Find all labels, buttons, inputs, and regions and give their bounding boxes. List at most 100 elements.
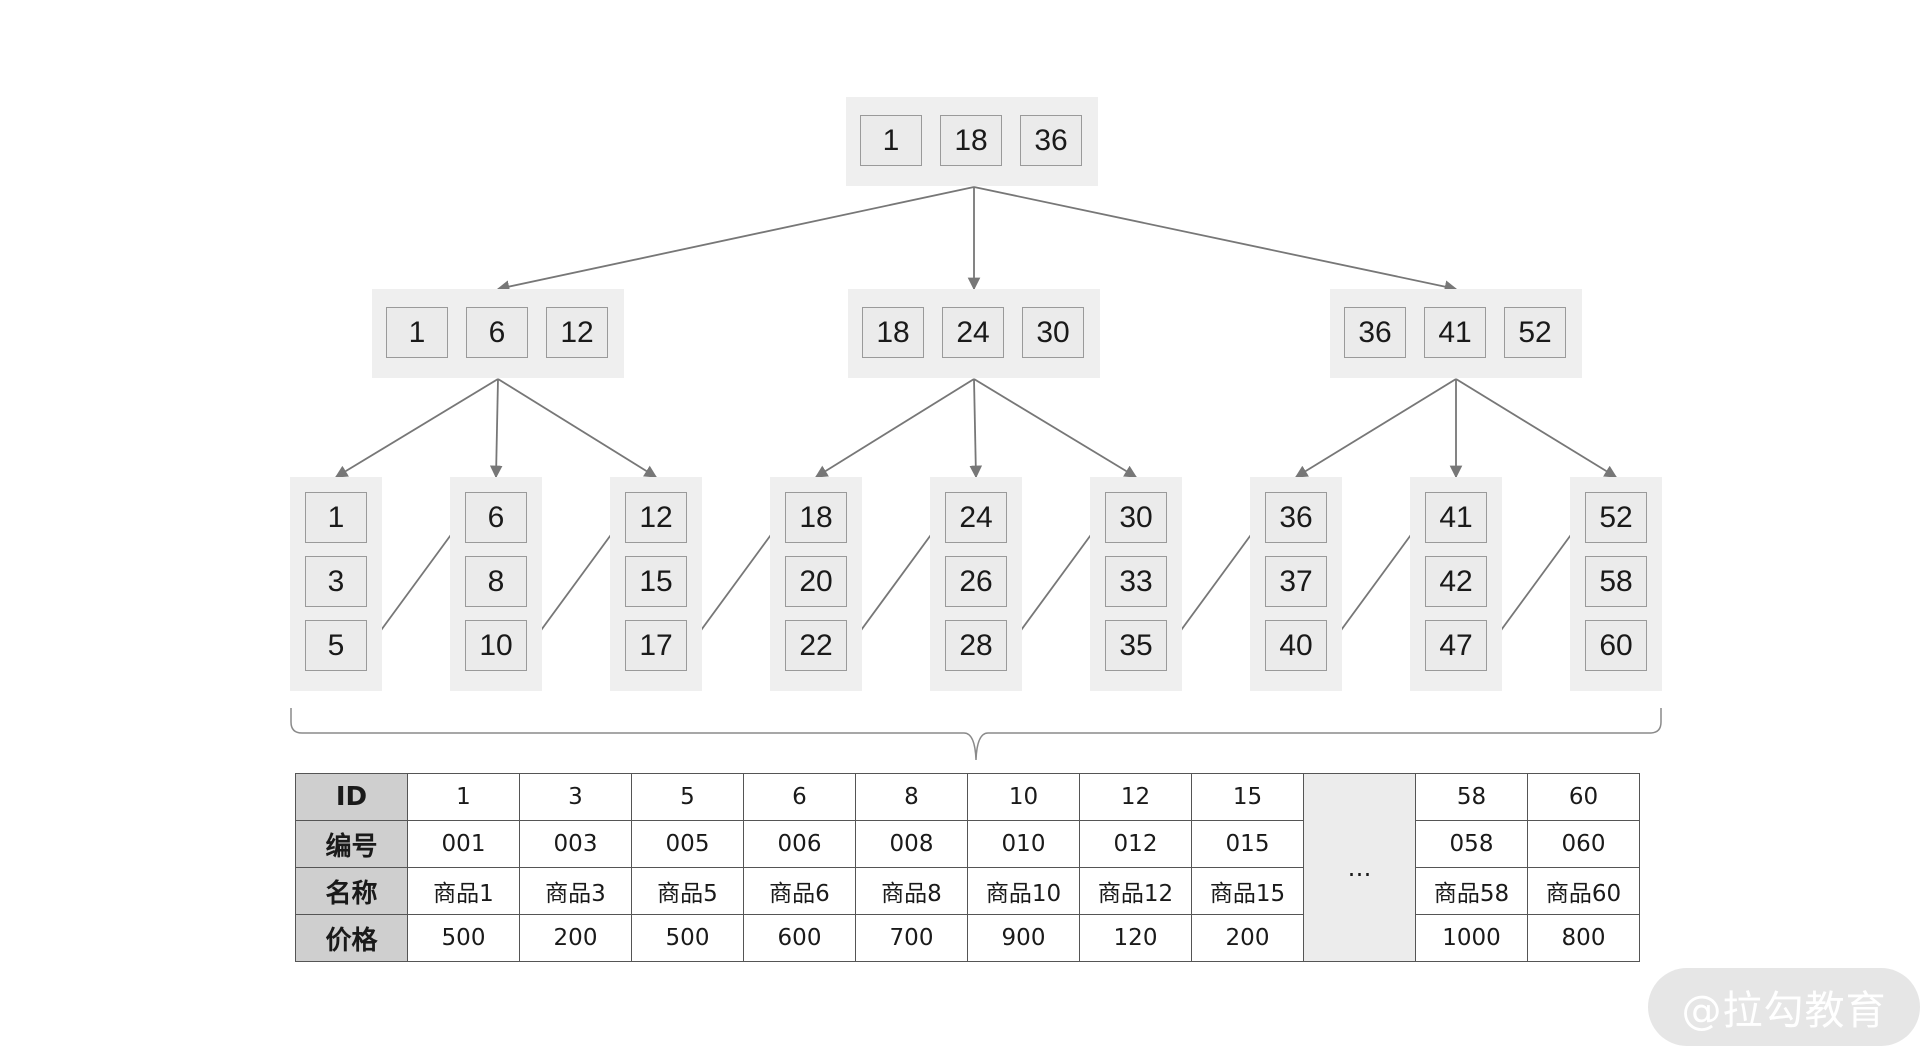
- table-cell: 012: [1079, 820, 1192, 868]
- tree-edges: [334, 186, 1618, 649]
- root-key: 36: [1020, 115, 1082, 166]
- table-cell: 900: [967, 914, 1080, 962]
- leaf-pointer: [527, 515, 625, 649]
- leaf-key: 24: [945, 492, 1007, 543]
- table-cell: 500: [631, 914, 744, 962]
- leaf-key: 22: [785, 620, 847, 671]
- root-node: 1 18 36: [846, 97, 1098, 186]
- table-cell: 60: [1527, 773, 1640, 821]
- table-cell: 600: [743, 914, 856, 962]
- row-header: 编号: [295, 820, 408, 868]
- leaf-key: 36: [1265, 492, 1327, 543]
- leaf-key: 6: [465, 492, 527, 543]
- table-cell: 008: [855, 820, 968, 868]
- tree-edge: [973, 378, 1138, 478]
- table-cell: 6: [743, 773, 856, 821]
- leaf-pointer: [1007, 515, 1105, 649]
- table-cell: 500: [407, 914, 520, 962]
- tree-edge: [1294, 378, 1457, 478]
- leaf-key: 10: [465, 620, 527, 671]
- leaf-key: 47: [1425, 620, 1487, 671]
- table-cell: 005: [631, 820, 744, 868]
- leaf-key: 37: [1265, 556, 1327, 607]
- leaf-key: 58: [1585, 556, 1647, 607]
- table-cell: 010: [967, 820, 1080, 868]
- table-cell: 058: [1415, 820, 1528, 868]
- tree-edge: [334, 378, 499, 478]
- table-cell: 3: [519, 773, 632, 821]
- watermark: @拉勾教育: [1648, 968, 1920, 1046]
- table-cell: 001: [407, 820, 520, 868]
- root-key: 18: [940, 115, 1002, 166]
- tree-edge: [814, 378, 975, 478]
- leaf-key: 52: [1585, 492, 1647, 543]
- leaf-pointer: [1487, 515, 1585, 649]
- leaf-key: 26: [945, 556, 1007, 607]
- table-cell: 商品1: [407, 867, 520, 915]
- table-cell: 003: [519, 820, 632, 868]
- leaf-key: 40: [1265, 620, 1327, 671]
- leaf-node: 52 58 60: [1570, 477, 1662, 691]
- table-cell: 200: [1191, 914, 1304, 962]
- tree-edge: [496, 186, 975, 293]
- leaf-pointer: [1327, 515, 1425, 649]
- table-cell: 商品10: [967, 867, 1080, 915]
- internal-key: 41: [1424, 307, 1486, 358]
- leaf-key: 41: [1425, 492, 1487, 543]
- internal-key: 12: [546, 307, 608, 358]
- tree-edge: [489, 378, 503, 479]
- leaf-key: 42: [1425, 556, 1487, 607]
- table-cell: 商品15: [1191, 867, 1304, 915]
- table-cell: 120: [1079, 914, 1192, 962]
- table-cell: 58: [1415, 773, 1528, 821]
- table-cell: 商品60: [1527, 867, 1640, 915]
- table-cell: 商品3: [519, 867, 632, 915]
- leaf-node: 30 33 35: [1090, 477, 1182, 691]
- table-cell: 10: [967, 773, 1080, 821]
- leaf-key: 1: [305, 492, 367, 543]
- leaf-node: 6 8 10: [450, 477, 542, 691]
- leaf-node: 24 26 28: [930, 477, 1022, 691]
- table-cell: 商品8: [855, 867, 968, 915]
- leaf-node: 41 42 47: [1410, 477, 1502, 691]
- tree-edge: [1455, 378, 1618, 478]
- internal-key: 24: [942, 307, 1004, 358]
- leaf-key: 18: [785, 492, 847, 543]
- row-header: ID: [295, 773, 408, 821]
- ellipsis-cell: …: [1303, 773, 1416, 962]
- leaf-key: 28: [945, 620, 1007, 671]
- table-cell: 商品58: [1415, 867, 1528, 915]
- table-cell: 015: [1191, 820, 1304, 868]
- table-cell: 006: [743, 820, 856, 868]
- leaf-key: 33: [1105, 556, 1167, 607]
- leaf-key: 60: [1585, 620, 1647, 671]
- internal-key: 36: [1344, 307, 1406, 358]
- leaf-pointer: [367, 515, 465, 649]
- leaf-key: 8: [465, 556, 527, 607]
- table-cell: 5: [631, 773, 744, 821]
- internal-key: 6: [466, 307, 528, 358]
- leaf-key: 35: [1105, 620, 1167, 671]
- table-cell: 1000: [1415, 914, 1528, 962]
- leaf-key: 15: [625, 556, 687, 607]
- root-key: 1: [860, 115, 922, 166]
- leaf-key: 3: [305, 556, 367, 607]
- table-cell: 060: [1527, 820, 1640, 868]
- leaf-key: 30: [1105, 492, 1167, 543]
- table-cell: 8: [855, 773, 968, 821]
- tree-edge: [973, 186, 1458, 293]
- table-brace: [290, 708, 1662, 761]
- table-cell: 800: [1527, 914, 1640, 962]
- table-cell: 700: [855, 914, 968, 962]
- leaf-key: 5: [305, 620, 367, 671]
